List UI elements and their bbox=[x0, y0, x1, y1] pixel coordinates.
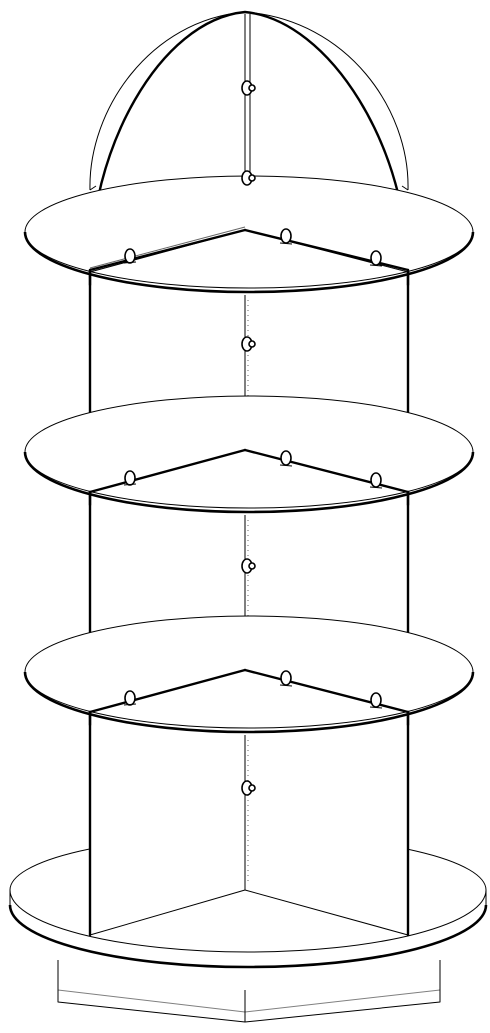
connector-clip bbox=[241, 336, 256, 352]
connector-clip bbox=[369, 472, 383, 489]
shelf-1 bbox=[23, 175, 475, 294]
panels-section-4 bbox=[88, 672, 410, 937]
panel-edges-over-shelves bbox=[88, 268, 410, 727]
connector-clip bbox=[279, 450, 293, 467]
shelf-2 bbox=[23, 395, 475, 514]
connector-clip bbox=[369, 250, 383, 267]
connector-clip bbox=[123, 470, 137, 486]
connector-clip bbox=[279, 670, 293, 687]
connector-clip bbox=[123, 248, 137, 264]
connector-clip bbox=[241, 780, 256, 796]
connector-clip bbox=[279, 228, 293, 245]
connector-clip bbox=[241, 80, 256, 96]
connector-clip bbox=[241, 558, 256, 574]
connector-clips bbox=[123, 80, 383, 796]
connector-clip bbox=[241, 170, 256, 186]
connector-clip bbox=[123, 690, 137, 706]
connector-clip bbox=[369, 692, 383, 709]
base-plinth bbox=[57, 960, 441, 1023]
shelf-3 bbox=[23, 615, 475, 734]
